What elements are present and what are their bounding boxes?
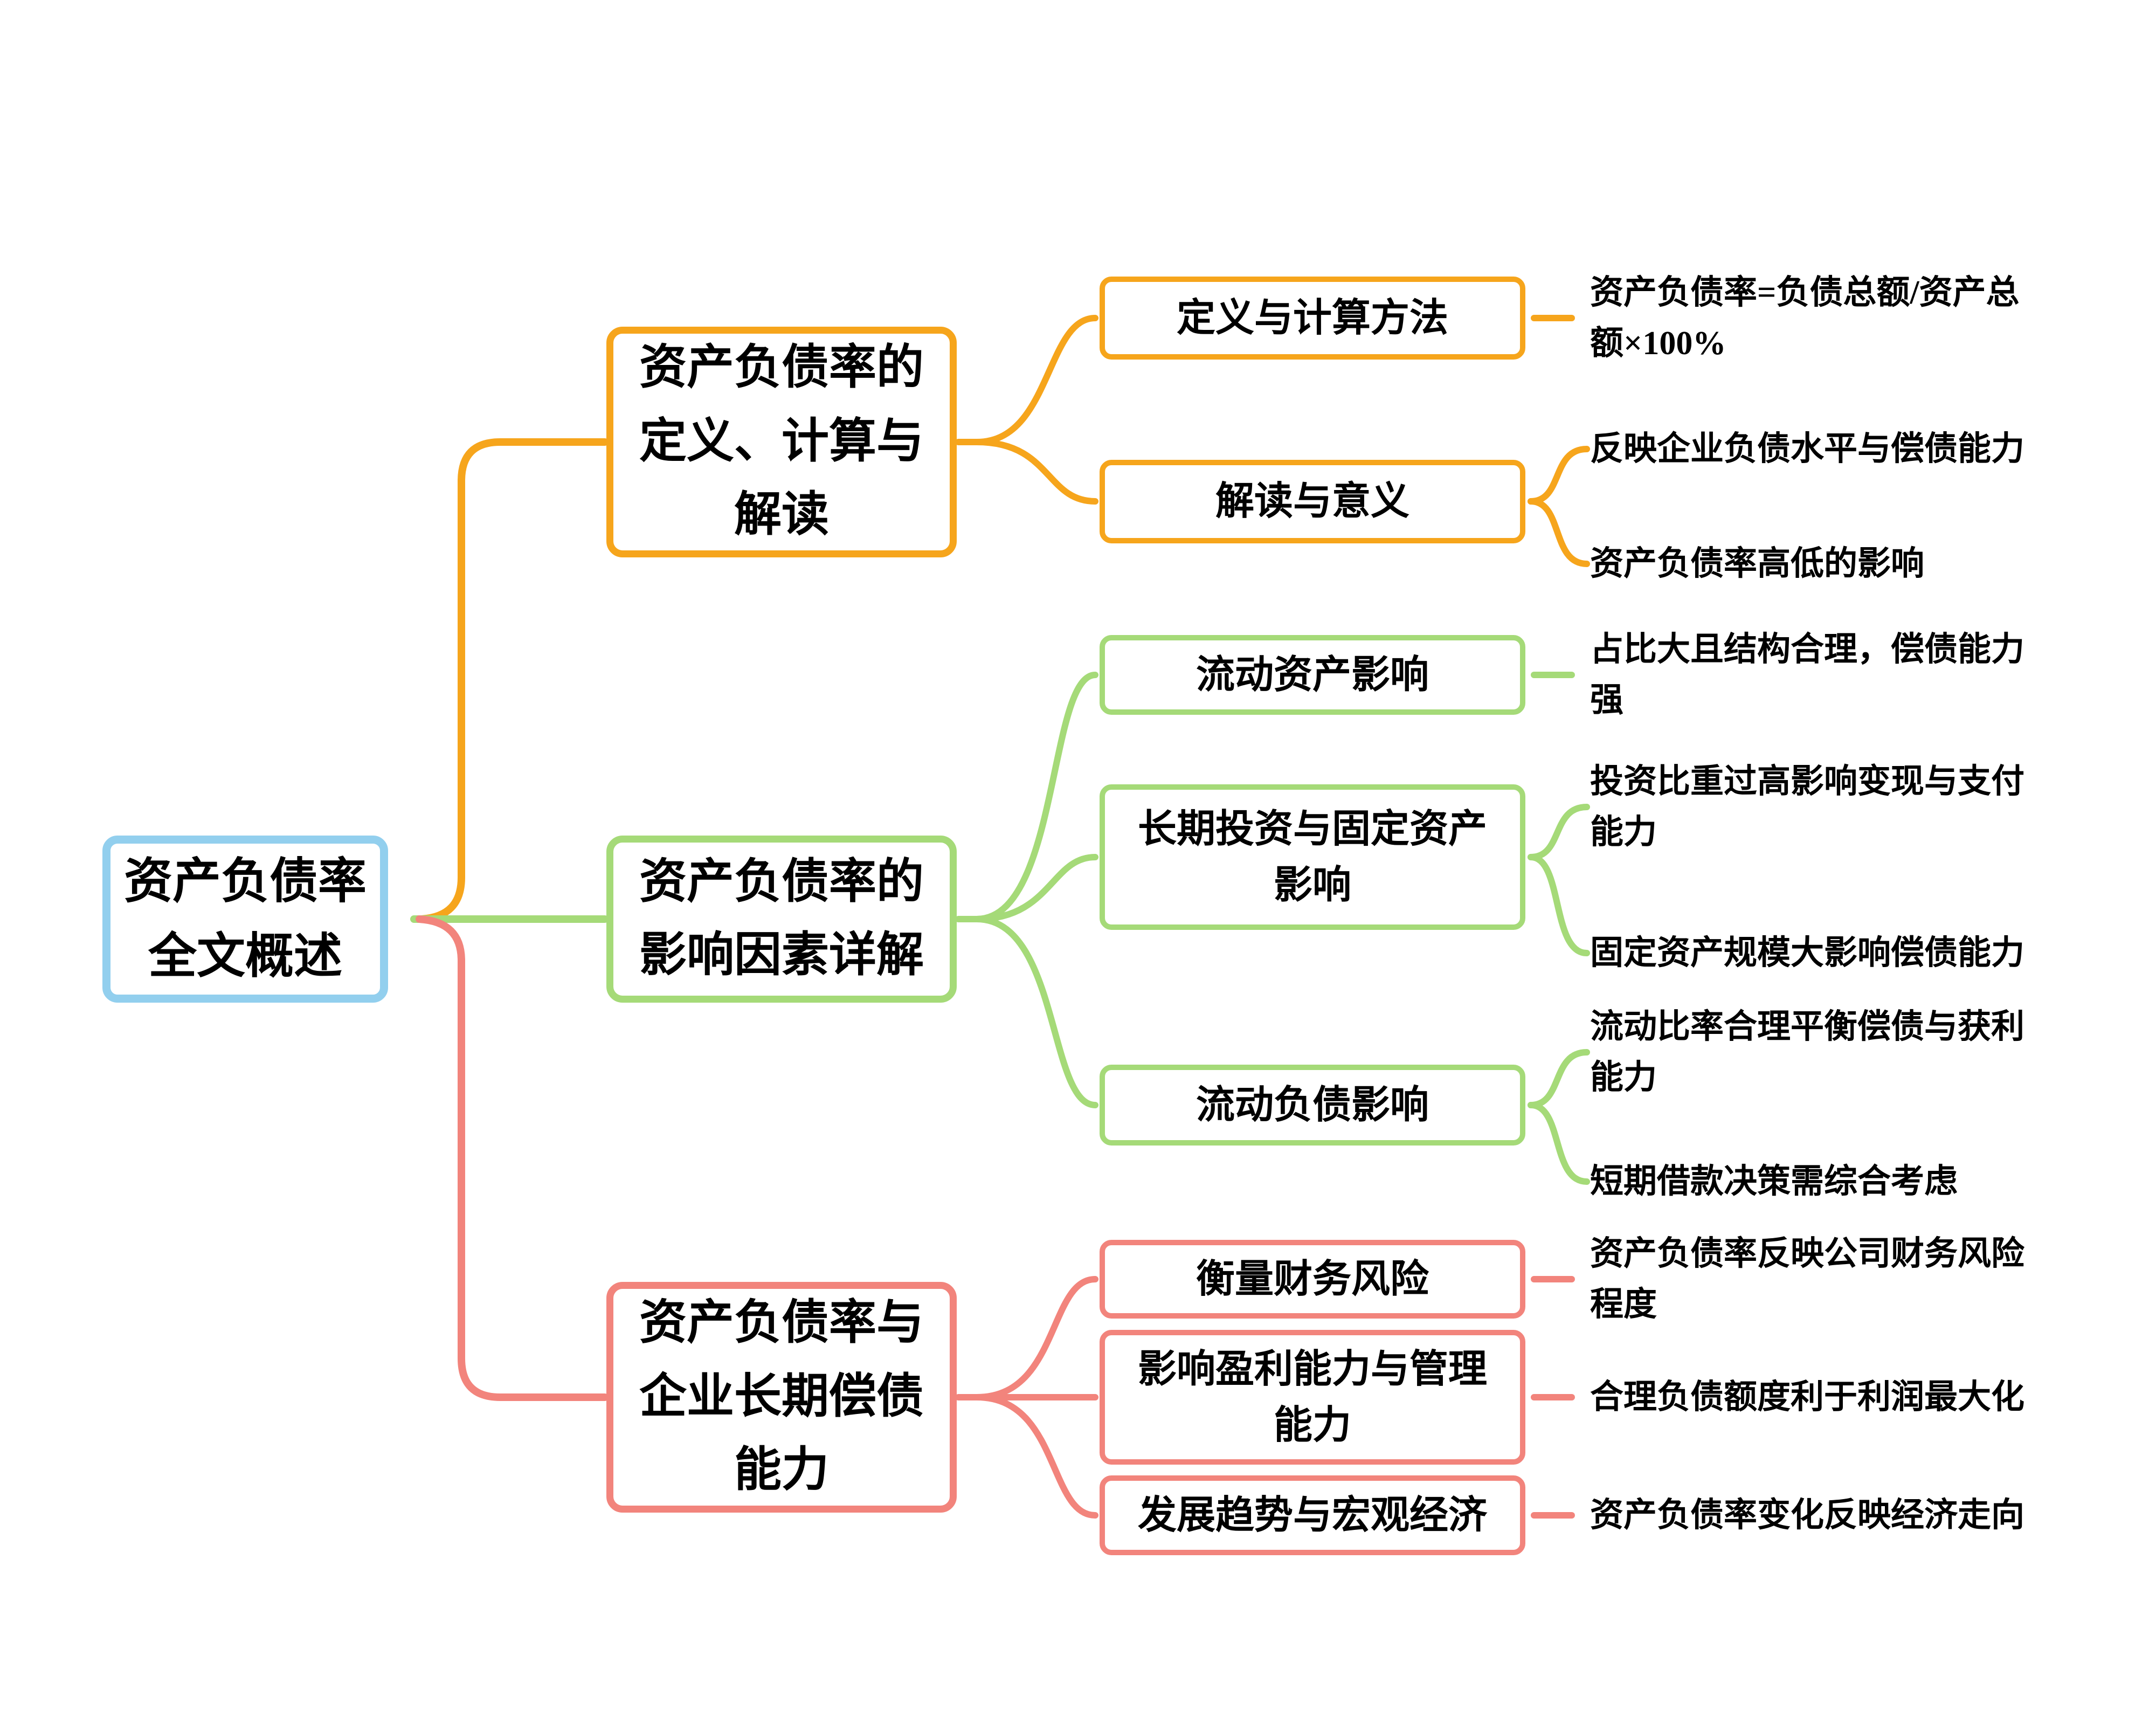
detail-formula: 资产负债率=负债总额/资产总 额×100% [1590, 274, 2020, 362]
detail-investment-ratio: 投资比重过高影响变现与支付 能力 [1590, 763, 2025, 851]
detail-risk-degree: 资产负债率反映公司财务风险 程度 [1590, 1235, 2025, 1323]
detail-current-ratio: 流动比率合理平衡偿债与获利 能力 [1590, 1008, 2025, 1096]
brace-solvency-arm-3 [973, 1394, 1098, 1519]
brace-factors-arm-1 [973, 672, 1098, 922]
brace-solvency-arm-1 [973, 1276, 1098, 1400]
detail-profit-maximization: 合理负债额度利于利润最大化 [1590, 1378, 2025, 1416]
connector-root-to-definition [418, 438, 609, 923]
detail-current-assets: 占比大且结构合理，偿债能力 强 [1590, 631, 2025, 719]
child-node-financial-risk: 衡量财务风险 [1100, 1240, 1525, 1319]
brace-factors-arm-2 [973, 854, 1098, 922]
branch-node-definition: 资产负债率的 定义、计算与 解读 [606, 327, 957, 557]
detail-fixed-assets: 固定资产规模大影响偿债能力 [1590, 934, 2025, 971]
detail-debt-level: 反映企业负债水平与偿债能力 [1590, 430, 2025, 467]
child-node-macro-trend: 发展趋势与宏观经济 [1100, 1475, 1525, 1555]
brace-current-liabilities-arm-1 [1528, 1049, 1590, 1108]
branch-node-solvency: 资产负债率与 企业长期偿债 能力 [606, 1282, 957, 1513]
brace-definition-arm-2 [973, 439, 1098, 505]
child-node-current-liabilities: 流动负债影响 [1100, 1065, 1525, 1146]
child-node-profitability: 影响盈利能力与管理 能力 [1100, 1330, 1525, 1465]
root-node: 资产负债率 全文概述 [102, 836, 388, 1003]
child-node-interpretation: 解读与意义 [1100, 460, 1525, 543]
detail-ratio-impact: 资产负债率高低的影响 [1590, 545, 1925, 582]
brace-longterm-arm-1 [1528, 804, 1590, 860]
detail-economic-direction: 资产负债率变化反映经济走向 [1590, 1496, 2025, 1534]
brace-definition-arm-1 [973, 315, 1098, 445]
child-node-longterm-investment: 长期投资与固定资产 影响 [1100, 784, 1525, 930]
brace-longterm-arm-2 [1528, 854, 1590, 956]
brace-factors-arm-3 [973, 916, 1098, 1108]
brace-interpretation-arm-2 [1528, 498, 1590, 567]
child-node-definition-method: 定义与计算方法 [1100, 277, 1525, 360]
branch-node-factors: 资产负债率的 影响因素详解 [606, 836, 957, 1003]
brace-current-liabilities-arm-2 [1528, 1102, 1590, 1185]
detail-shortterm-borrowing: 短期借款决策需综合考虑 [1590, 1163, 1958, 1200]
child-node-current-assets: 流动资产影响 [1100, 635, 1525, 715]
connector-root-to-solvency [416, 915, 609, 1401]
brace-interpretation-arm-1 [1528, 446, 1590, 505]
